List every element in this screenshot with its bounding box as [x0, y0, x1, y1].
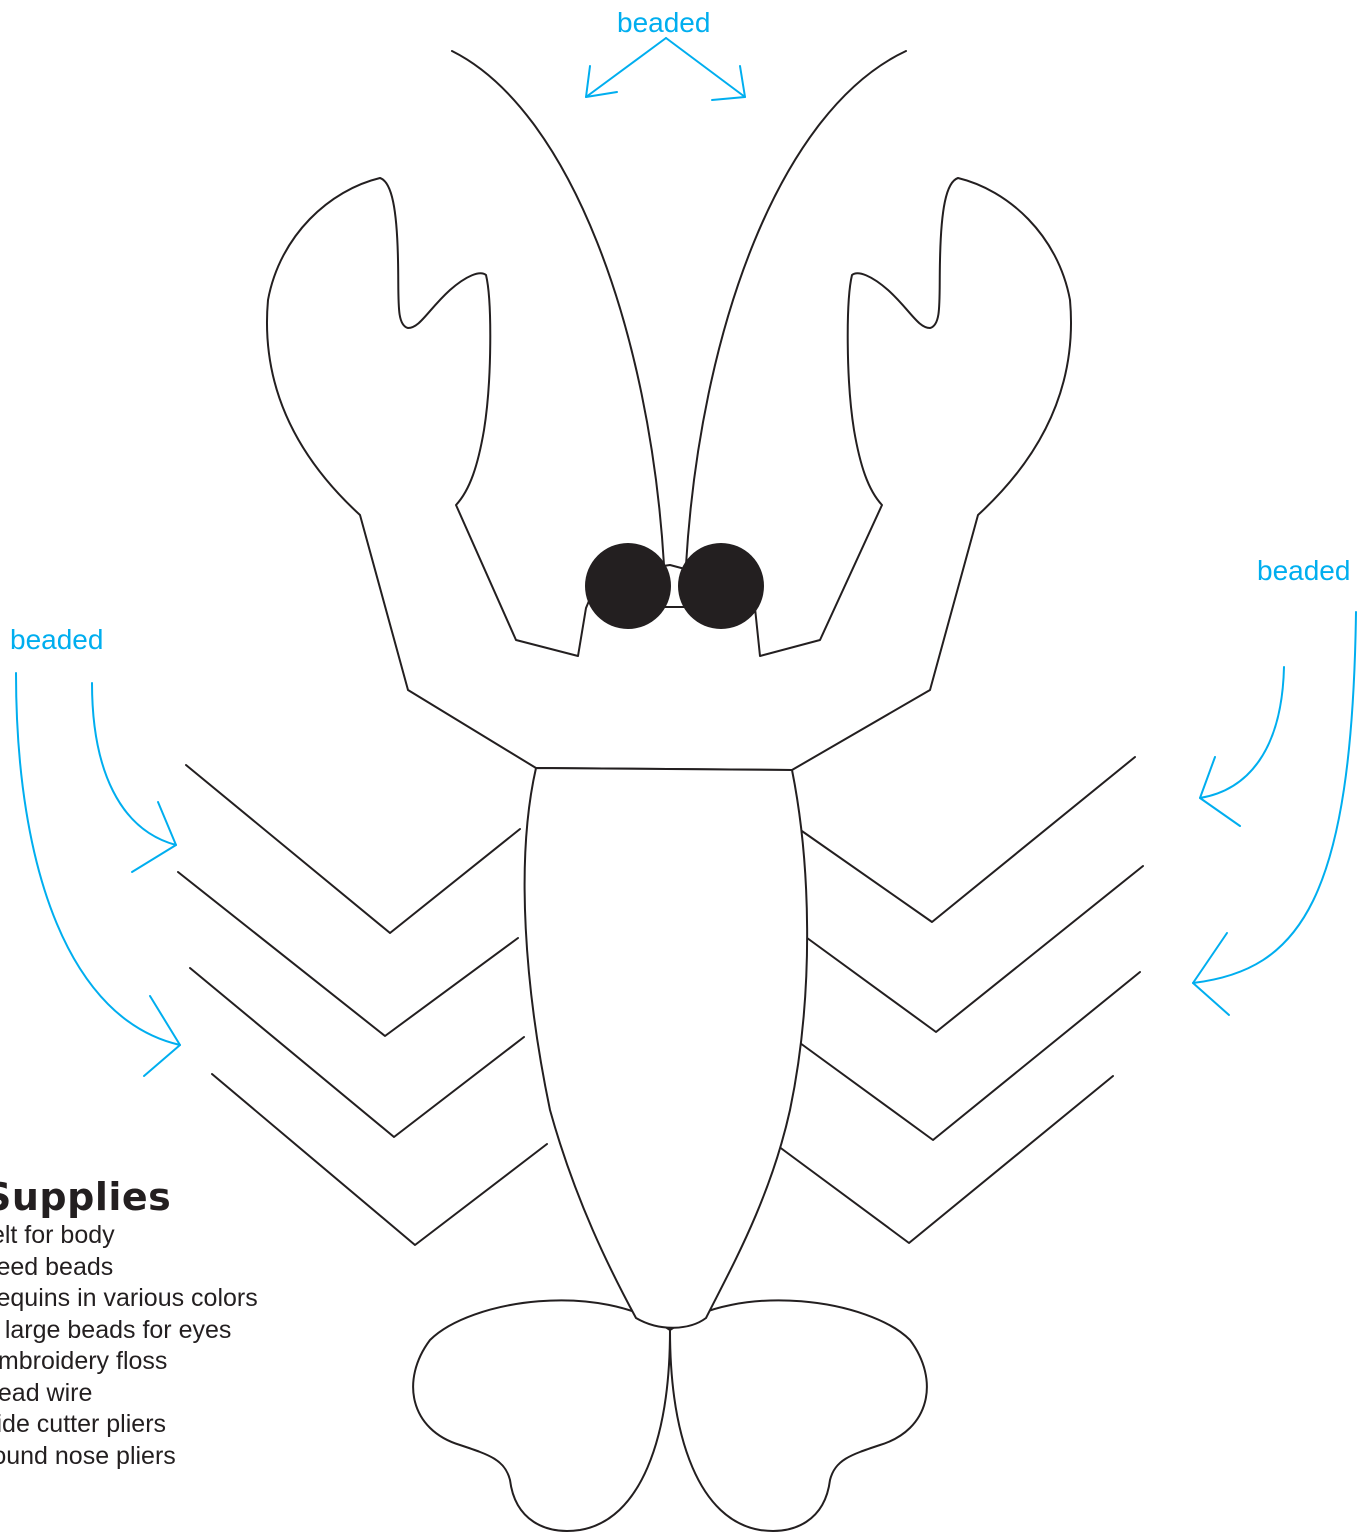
arrow-left-outer — [16, 673, 180, 1076]
beaded-label-right: beaded — [1257, 557, 1350, 585]
beaded-label-left: beaded — [10, 626, 103, 654]
arrow-top-right — [666, 38, 745, 100]
tail-fan-right — [670, 1300, 927, 1531]
leg-right-1 — [799, 757, 1135, 922]
supply-item: sequins in various colors — [0, 1283, 258, 1315]
supply-item: embroidery floss — [0, 1346, 258, 1378]
arrow-right-outer — [1193, 612, 1356, 1015]
supply-item: round nose pliers — [0, 1441, 258, 1473]
lobster-body — [525, 768, 808, 1328]
arrow-top-left — [586, 38, 666, 97]
leg-right-2 — [803, 866, 1143, 1032]
supply-item: side cutter pliers — [0, 1409, 258, 1441]
supply-item: seed beads — [0, 1252, 258, 1284]
beaded-label-top: beaded — [617, 9, 710, 37]
supplies-title: Supplies — [0, 1178, 258, 1216]
leg-left-2 — [178, 872, 518, 1036]
supplies-list: felt for body seed beads sequins in vari… — [0, 1220, 258, 1472]
leg-right-3 — [800, 972, 1140, 1140]
supply-item: felt for body — [0, 1220, 258, 1252]
supply-item: bead wire — [0, 1378, 258, 1410]
leg-right-4 — [778, 1076, 1113, 1243]
eye-left — [585, 543, 671, 629]
claw-left — [267, 178, 1071, 770]
leg-left-4 — [212, 1074, 547, 1245]
leg-left-1 — [186, 765, 520, 933]
supply-item: 2 large beads for eyes — [0, 1315, 258, 1347]
supplies-section: Supplies felt for body seed beads sequin… — [0, 1178, 258, 1472]
eye-right — [678, 543, 764, 629]
leg-left-3 — [190, 968, 524, 1137]
arrow-right-inner — [1200, 667, 1284, 826]
arrow-left-inner — [92, 683, 176, 872]
tail-fan-left — [413, 1300, 670, 1531]
